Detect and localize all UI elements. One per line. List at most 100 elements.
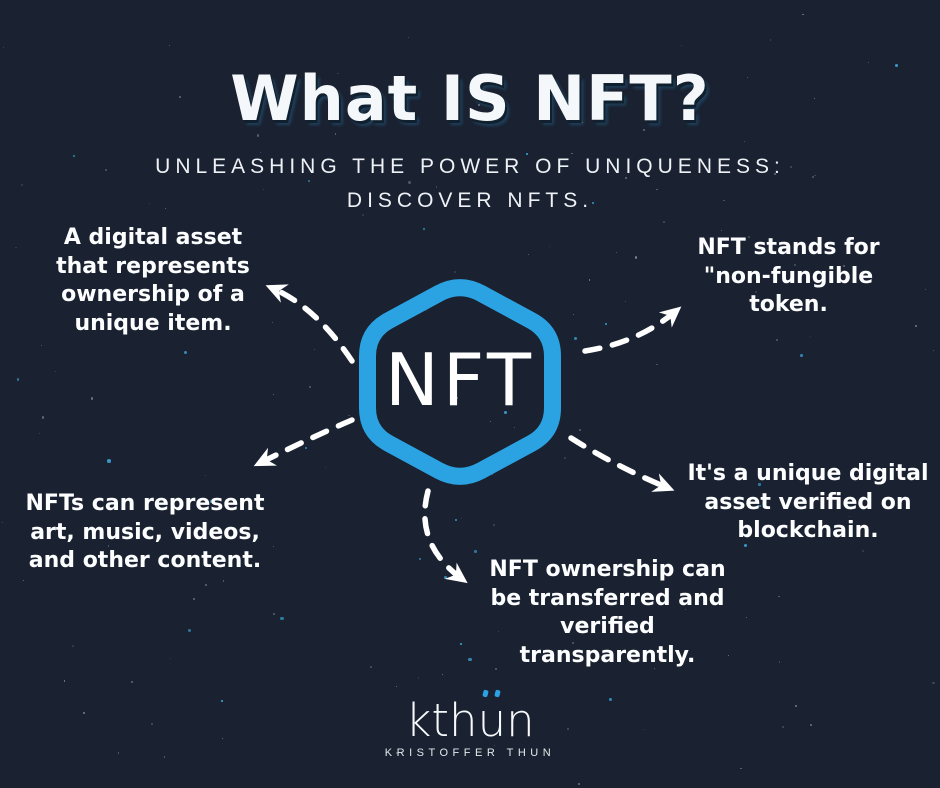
nft-hexagon-label: NFT — [385, 338, 535, 422]
star-dot — [740, 767, 742, 770]
star-dot — [193, 597, 196, 600]
star-dot — [572, 313, 575, 316]
star-dot — [90, 397, 94, 400]
star-dot — [513, 426, 516, 429]
star-dot — [745, 617, 748, 619]
logo-tagline: KRISTOFFER THUN — [384, 747, 556, 759]
star-dot — [304, 446, 307, 450]
star-dot — [634, 256, 638, 259]
star-dot — [169, 44, 171, 46]
star-dot — [222, 580, 225, 582]
logo-suffix: n — [506, 694, 535, 747]
star-dot — [616, 251, 618, 253]
star-dot — [527, 253, 529, 255]
star-dot — [459, 642, 463, 645]
star-dot — [778, 661, 780, 663]
star-dot — [588, 279, 591, 281]
star-dot — [744, 140, 746, 143]
star-dot — [778, 595, 780, 598]
star-dot — [273, 394, 275, 396]
star-dot — [474, 550, 478, 553]
page-subtitle: UNLEASHING THE POWER OF UNIQUENESS: DISC… — [155, 155, 785, 212]
logo-prefix: kth — [405, 694, 478, 747]
star-dot — [15, 246, 17, 249]
star-dot — [280, 617, 284, 621]
fact-digital-asset: A digital asset that represents ownershi… — [56, 225, 250, 336]
star-dot — [549, 246, 551, 248]
star-dot — [188, 629, 192, 633]
star-dot — [924, 288, 927, 291]
star-dot — [663, 221, 665, 223]
star-dot — [2, 46, 4, 48]
star-dot — [22, 580, 24, 582]
star-dot — [932, 681, 935, 684]
star-dot — [605, 322, 608, 325]
star-dot — [54, 370, 56, 372]
star-dot — [492, 474, 494, 476]
star-dot — [426, 309, 428, 312]
star-dot — [915, 325, 917, 327]
star-dot — [325, 466, 327, 468]
star-dot — [563, 457, 566, 460]
star-dot — [799, 353, 803, 357]
star-dot — [454, 518, 457, 521]
dashed-arrow-right — [568, 435, 675, 492]
star-dot — [63, 680, 66, 683]
star-dot — [16, 378, 20, 381]
star-dot — [370, 666, 373, 669]
star-dot — [313, 348, 316, 350]
dashed-arrow-bottom-left — [253, 417, 355, 467]
star-dot — [183, 351, 188, 355]
star-dot — [441, 673, 444, 676]
star-dot — [204, 475, 206, 477]
star-dot — [107, 459, 111, 463]
star-dot — [169, 657, 172, 660]
star-dot — [573, 337, 577, 340]
star-dot — [41, 416, 45, 419]
star-dot — [802, 13, 804, 16]
star-dot — [417, 676, 420, 679]
star-dot — [40, 344, 43, 347]
star-dot — [932, 349, 934, 352]
dashed-arrow-bottom — [422, 488, 468, 584]
star-dot — [468, 657, 472, 662]
star-dot — [577, 783, 581, 786]
fact-stands-for: NFT stands for "non-fungible token. — [697, 235, 880, 318]
fact-unique-verified: It's a unique digital asset verified on … — [687, 461, 929, 544]
fact-ownership: NFT ownership can be transferred and ver… — [489, 557, 726, 668]
star-dot — [407, 37, 409, 39]
star-dot — [271, 321, 274, 324]
star-dot — [578, 429, 581, 432]
dashed-arrow-top-right — [582, 306, 682, 354]
star-dot — [493, 524, 495, 527]
star-dot — [71, 645, 74, 648]
star-dot — [385, 317, 389, 321]
star-dot — [454, 271, 456, 273]
star-dot — [396, 685, 398, 688]
star-dot — [38, 432, 40, 434]
star-dot — [419, 558, 422, 561]
star-dot — [775, 338, 779, 341]
fact-can-represent: NFTs can represent art, music, videos, a… — [25, 491, 265, 574]
dashed-arrow-top-left — [265, 284, 355, 364]
star-dot — [625, 300, 627, 302]
star-dot — [769, 39, 772, 41]
star-dot — [680, 44, 682, 46]
star-dot — [460, 517, 463, 520]
star-dot — [809, 336, 811, 338]
star-dot — [656, 363, 658, 366]
star-dot — [131, 680, 134, 683]
star-dot — [861, 549, 864, 552]
star-dot — [721, 229, 723, 231]
star-dot — [444, 576, 447, 579]
star-dot — [204, 583, 208, 586]
star-dot — [2, 521, 4, 523]
page-title: What IS NFT? — [230, 62, 710, 135]
star-dot — [309, 385, 312, 388]
logo-u-letter: u — [477, 694, 507, 747]
star-dot — [423, 227, 426, 230]
umlaut-dots-icon — [481, 689, 503, 698]
